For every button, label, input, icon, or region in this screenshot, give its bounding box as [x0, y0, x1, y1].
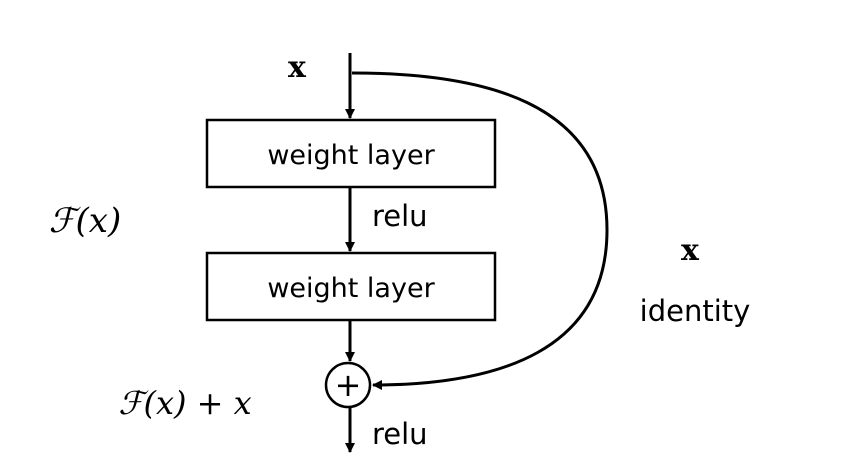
input-x-label: x [288, 50, 307, 85]
relu-label-2: relu [372, 417, 428, 451]
weight-layer-label-1: weight layer [267, 140, 435, 171]
sum-output-label: ℱ(x) + x [118, 384, 251, 422]
weight-layer-box-2 [205, 251, 497, 322]
sum-symbol: + [335, 366, 362, 404]
identity-label: identity [640, 294, 751, 328]
residual-function-label: ℱ(x) [49, 201, 121, 241]
relu-label-1: relu [372, 199, 428, 233]
shortcut-x-label: x [681, 233, 700, 268]
weight-layer-label-2: weight layer [267, 273, 435, 304]
sum-node [324, 361, 372, 409]
identity-shortcut-arrow [351, 71, 609, 390]
